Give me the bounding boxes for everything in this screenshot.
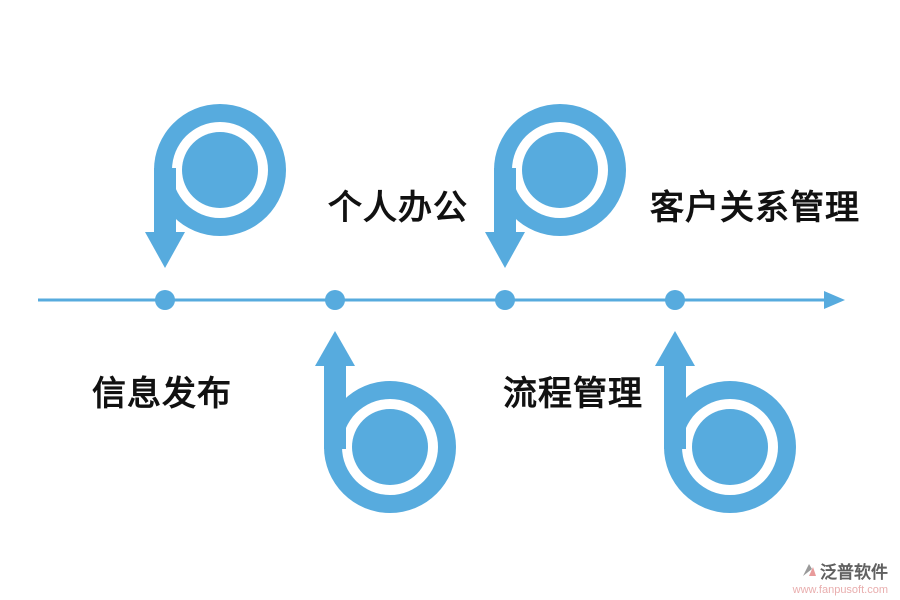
timeline-arrowhead-icon [824, 291, 845, 309]
watermark-url-text: www.fanpusoft.com [792, 584, 888, 596]
up-arrowhead-icon [655, 331, 695, 366]
spiral-arrow-up-2 [655, 331, 796, 513]
watermark: 泛普软件 www.fanpusoft.com [793, 558, 888, 596]
timeline-node-1 [155, 290, 175, 310]
spiral-arrow-up-1 [315, 331, 456, 513]
spiral-arrow-down-1 [145, 104, 286, 268]
timeline-node-4 [665, 290, 685, 310]
timeline-node-3 [495, 290, 515, 310]
watermark-brand-text: 泛普软件 [820, 563, 888, 582]
label-personal-office: 个人办公 [328, 189, 468, 227]
timeline [38, 290, 845, 310]
up-arrowhead-icon [315, 331, 355, 366]
down-arrowhead-icon [145, 232, 185, 268]
spiral-arrow-down-2 [485, 104, 626, 268]
timeline-node-2 [325, 290, 345, 310]
label-info-publish: 信息发布 [92, 375, 232, 413]
down-arrowhead-icon [485, 232, 525, 268]
fanpu-logo-icon [802, 563, 817, 578]
label-crm: 客户关系管理 [650, 189, 860, 227]
label-process-mgmt: 流程管理 [503, 375, 643, 413]
